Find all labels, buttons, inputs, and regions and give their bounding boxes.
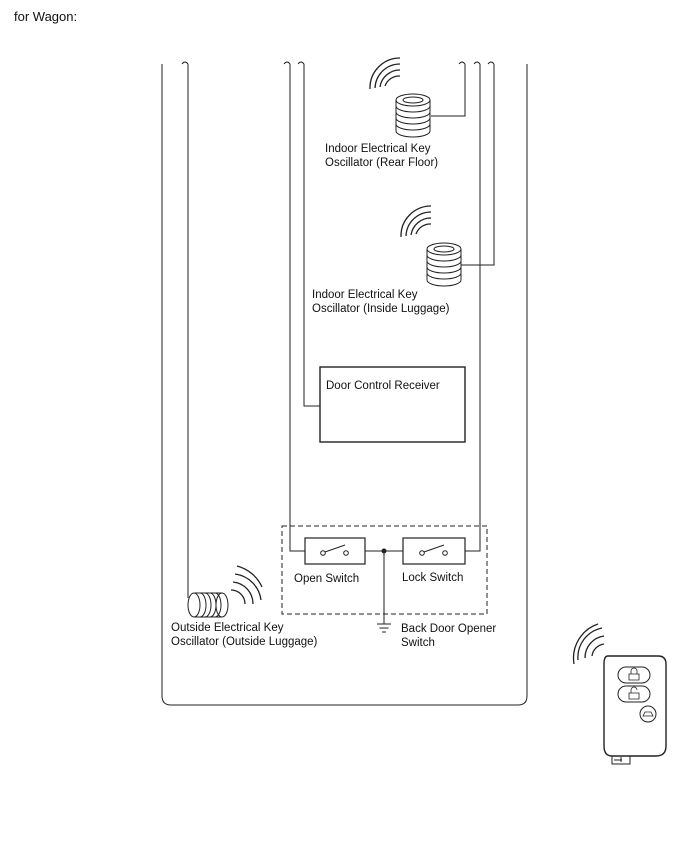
- outside-luggage-oscillator-label-line2: Oscillator (Outside Luggage): [171, 636, 318, 648]
- rear-floor-oscillator-label: Indoor Electrical Key Oscillator (Rear F…: [325, 142, 438, 170]
- back-door-opener-enclosure: [281, 525, 488, 615]
- lock-switch-label: Lock Switch: [402, 572, 464, 584]
- lock-switch-icon: [402, 537, 466, 565]
- inside-luggage-oscillator-label: Indoor Electrical Key Oscillator (Inside…: [312, 288, 449, 316]
- inside-luggage-oscillator-label-line1: Indoor Electrical Key: [312, 289, 418, 301]
- outside-luggage-oscillator-label: Outside Electrical Key Oscillator (Outsi…: [171, 621, 317, 649]
- inside-luggage-oscillator-icon: [426, 242, 462, 287]
- open-switch-label: Open Switch: [294, 573, 360, 585]
- rear-floor-oscillator-icon: [395, 93, 431, 138]
- junction-dot: [381, 548, 387, 554]
- inside-luggage-wave-icon: [400, 205, 432, 238]
- ground-icon: [377, 623, 391, 633]
- rear-floor-oscillator-label-line2: Oscillator (Rear Floor): [325, 157, 439, 169]
- inside-luggage-oscillator-label-line2: Oscillator (Inside Luggage): [312, 303, 450, 315]
- rear-floor-wave-icon: [369, 57, 401, 90]
- outside-luggage-oscillator-icon: [187, 592, 229, 618]
- outside-luggage-oscillator-label-line1: Outside Electrical Key: [171, 622, 284, 634]
- vehicle-body-outline: [161, 64, 528, 706]
- key-fob-wave-icon: [572, 623, 605, 665]
- diagram-caption: for Wagon:: [14, 9, 78, 24]
- door-control-receiver-label: Door Control Receiver: [326, 380, 440, 392]
- wire-break-marks: [181, 61, 495, 65]
- back-door-opener-switch-label: Back Door Opener Switch: [401, 622, 496, 650]
- wires: [187, 64, 495, 624]
- door-control-receiver-box: [319, 366, 466, 443]
- open-switch-icon: [304, 537, 366, 565]
- smart-key-fob-icon: [603, 655, 667, 765]
- back-door-opener-switch-label-line1: Back Door Opener: [401, 623, 497, 635]
- back-door-opener-switch-label-line2: Switch: [401, 637, 435, 649]
- rear-floor-oscillator-label-line1: Indoor Electrical Key: [325, 143, 431, 155]
- outside-luggage-wave-icon: [230, 565, 263, 605]
